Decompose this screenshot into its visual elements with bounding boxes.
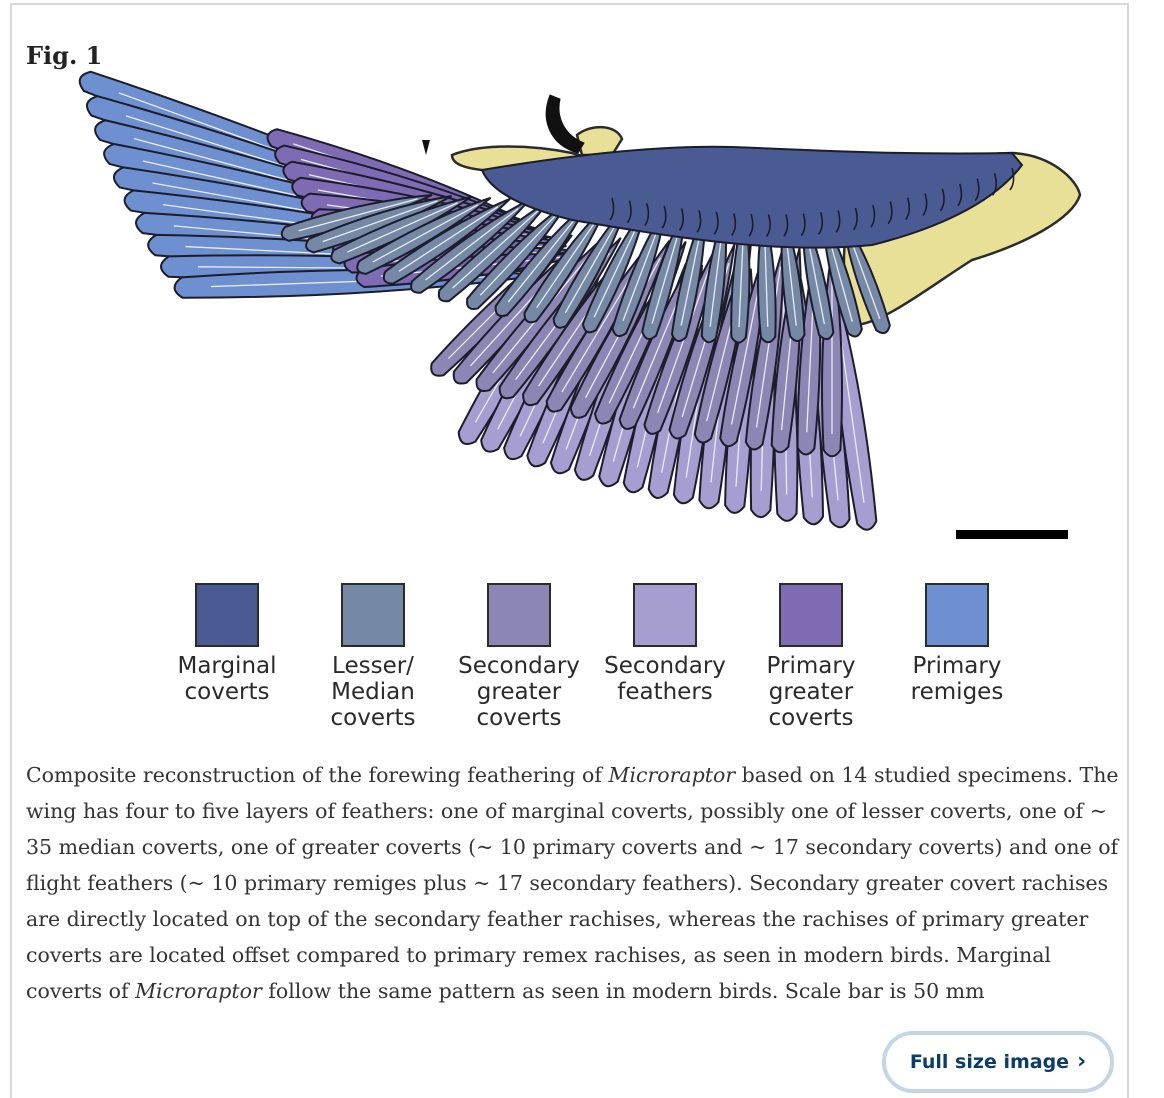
legend-label: Secondary feathers: [604, 653, 726, 705]
legend-item: Marginal coverts: [152, 583, 302, 705]
marginal-covert: [887, 201, 893, 225]
marginal-covert: [800, 213, 806, 237]
digit-bone: [575, 126, 624, 157]
marginal-covert: [765, 214, 771, 238]
legend-swatch: [633, 583, 697, 647]
legend-item: Lesser/ Median coverts: [298, 583, 448, 731]
legend-item: Primary remiges: [882, 583, 1032, 705]
marginal-covert: [870, 204, 876, 228]
legend-swatch: [195, 583, 259, 647]
legend-swatch: [341, 583, 405, 647]
feather-layers: [78, 70, 1024, 531]
median-covert-rachis: [452, 209, 540, 289]
median-covert-rachis: [347, 202, 458, 253]
marginal-covert: [904, 197, 911, 221]
legend-item: Secondary greater coverts: [444, 583, 594, 731]
legend-label: Primary greater coverts: [766, 653, 856, 731]
wing-illustration: [78, 70, 1082, 539]
legend-label: Secondary greater coverts: [458, 653, 580, 731]
legend-swatch: [925, 583, 989, 647]
marginal-covert: [974, 178, 980, 202]
median-covert-rachis: [298, 198, 418, 232]
marginal-covert: [626, 200, 632, 224]
marginal-covert: [661, 205, 667, 229]
full-size-image-label: Full size image: [909, 1051, 1070, 1073]
marginal-covert: [678, 208, 684, 231]
claw-shape: [422, 94, 585, 155]
figure-card: Fig. 1 Marginal coverts Lesser/ Median co…: [10, 3, 1129, 1098]
legend-label: Lesser/ Median coverts: [330, 653, 416, 731]
legend-item: Secondary feathers: [590, 583, 740, 705]
secondary-greater-covert-rachis: [755, 266, 781, 428]
scale-bar: [956, 530, 1068, 539]
figure-caption: Composite reconstruction of the forewing…: [26, 763, 1119, 1003]
median-covert-rachis: [622, 218, 663, 321]
taxon-name: Microraptor: [135, 979, 262, 1003]
marginal-covert: [731, 213, 737, 236]
legend-label: Marginal coverts: [177, 653, 277, 705]
marginal-covert: [783, 214, 789, 237]
median-covert-rachis: [425, 207, 519, 281]
marginal-covert: [748, 213, 754, 237]
marginal-covert: [818, 212, 824, 235]
median-covert: [611, 205, 668, 338]
legend-swatch: [487, 583, 551, 647]
marginal-coverts: [480, 145, 1024, 249]
marginal-covert: [1009, 167, 1015, 191]
median-covert-rachis: [593, 217, 642, 318]
full-size-image-button[interactable]: Full size image ›: [882, 1031, 1114, 1093]
median-covert-rachis: [372, 204, 479, 263]
legend-label: Primary remiges: [910, 653, 1004, 705]
marginal-covert: [922, 193, 928, 216]
marginal-covert: [939, 188, 945, 212]
legend-swatch: [779, 583, 843, 647]
marginal-covert: [852, 207, 858, 231]
legend: Marginal coverts Lesser/ Median coverts Se…: [152, 583, 1032, 743]
taxon-name: Microraptor: [608, 763, 736, 787]
legend-item: Primary greater coverts: [736, 583, 886, 731]
figure-title: Fig. 1: [26, 41, 103, 70]
median-covert-rachis: [322, 200, 438, 243]
median-covert: [641, 206, 687, 340]
marginal-covert: [644, 203, 650, 226]
marginal-covert: [696, 210, 702, 233]
median-covert-rachis: [536, 214, 601, 309]
median-covert-rachis: [479, 211, 560, 296]
marginal-covert: [835, 210, 841, 233]
marginal-covert: [713, 211, 719, 235]
median-covert: [552, 203, 629, 329]
median-covert-rachis: [564, 215, 622, 314]
claw-shape: [422, 140, 430, 155]
median-covert-rachis: [398, 206, 499, 272]
median-covert: [581, 204, 648, 334]
chevron-right-icon: ›: [1077, 1049, 1087, 1074]
marginal-covert: [609, 197, 615, 221]
marginal-covert: [957, 183, 963, 207]
claw-shape: [545, 94, 585, 154]
marginal-covert: [991, 173, 998, 196]
median-covert: [670, 207, 707, 342]
median-covert-rachis: [507, 213, 581, 303]
